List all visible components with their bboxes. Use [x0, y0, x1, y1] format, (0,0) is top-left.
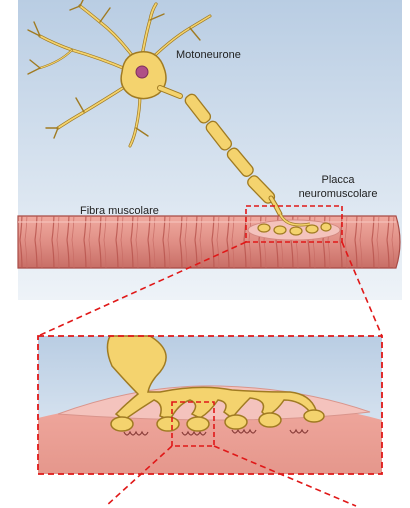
muscle-fiber-label: Fibra muscolare — [80, 205, 159, 217]
motoneuron-label: Motoneurone — [176, 49, 241, 61]
endplate-label-line1: Placca — [321, 174, 355, 186]
endplate-label-line2: neuromuscolare — [299, 188, 378, 200]
motoneuron-nucleus — [136, 66, 148, 78]
inset-panel — [38, 336, 382, 474]
